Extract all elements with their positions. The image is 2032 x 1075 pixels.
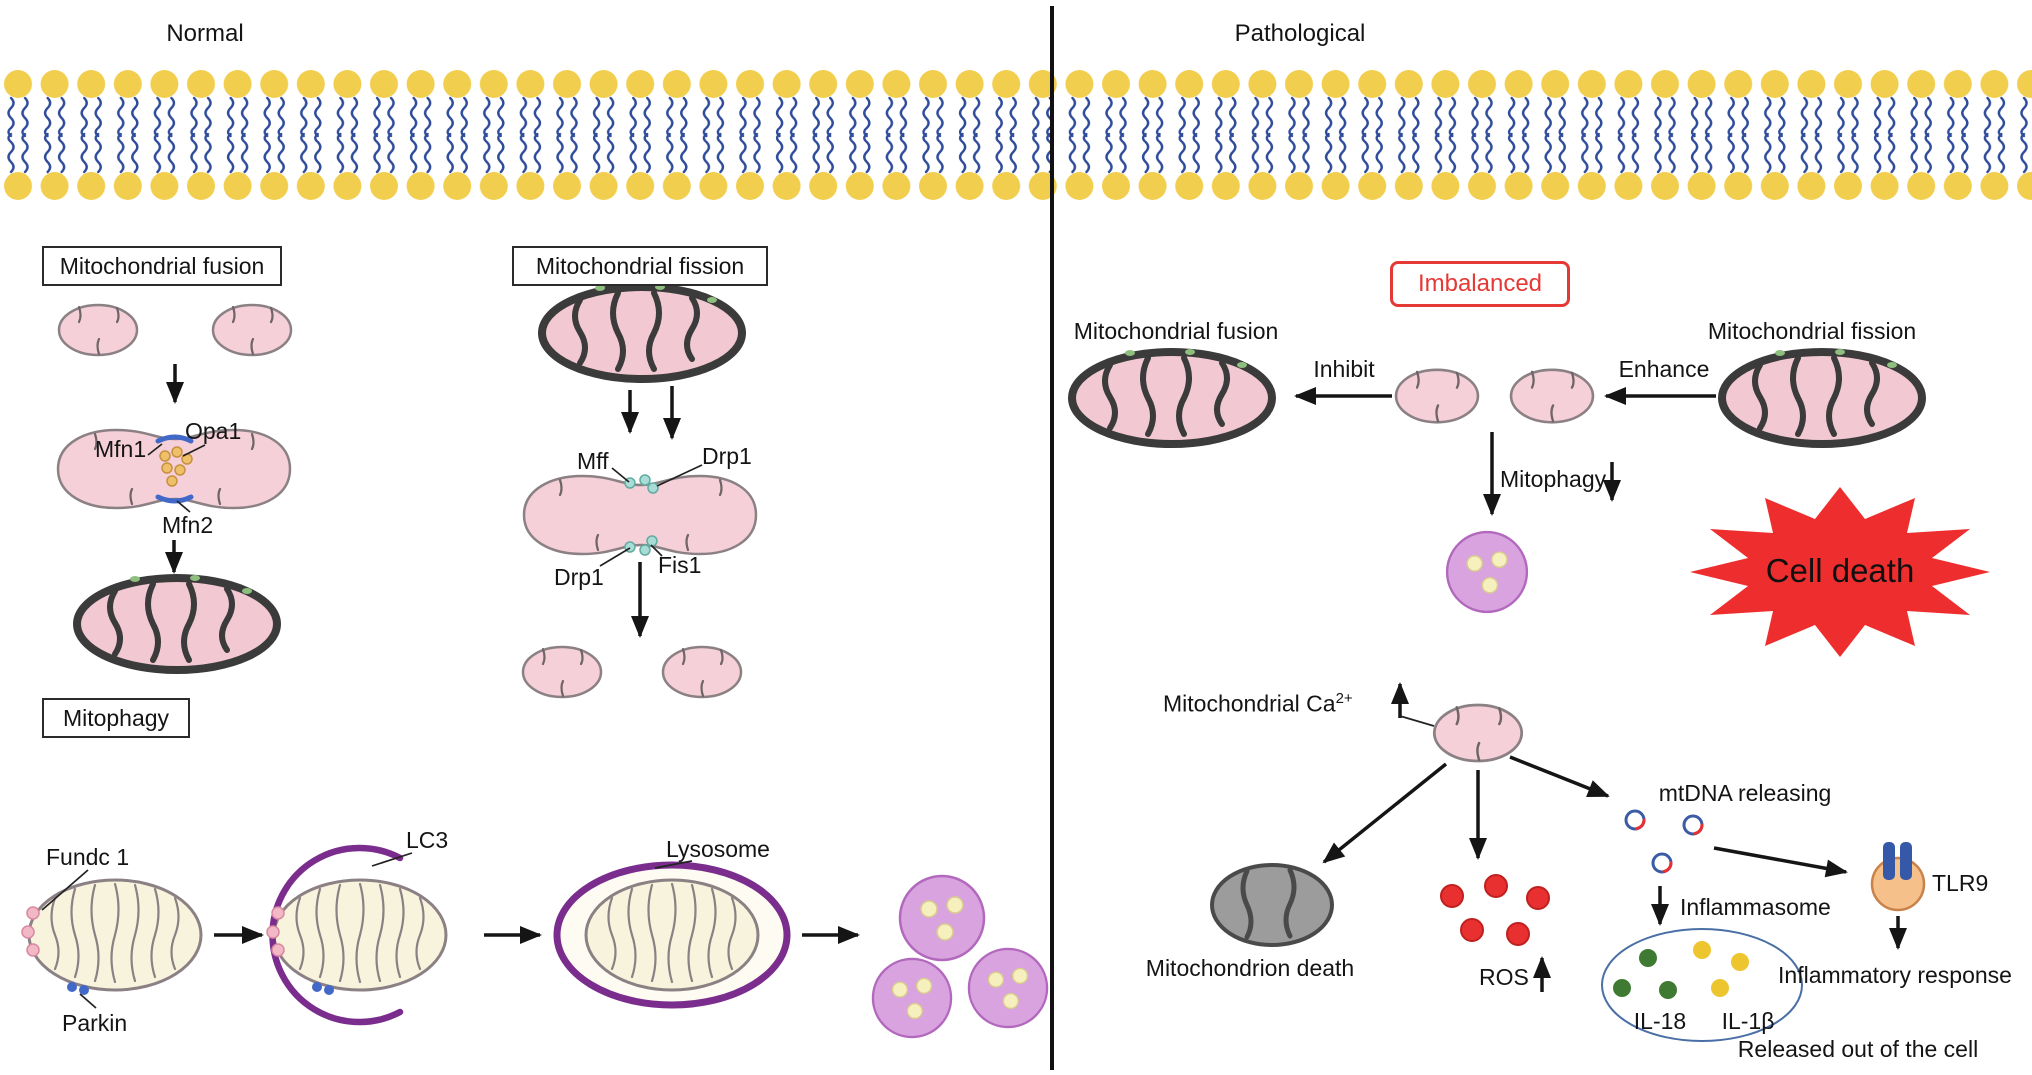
lc3-label: LC3 [406, 827, 449, 853]
il18-molecules [1613, 949, 1677, 999]
mff-label: Mff [577, 448, 609, 474]
drp1-upper-label: Drp1 [702, 443, 752, 469]
tlr9-receptor [1870, 842, 1926, 912]
damaged-mitochondrion [27, 878, 203, 992]
right-fusion-label: Mitochondrial fusion [1073, 318, 1279, 344]
small-mitochondrion [1509, 368, 1595, 424]
autolysosome [1445, 530, 1529, 614]
mtdna-label: mtDNA releasing [1658, 780, 1832, 806]
calcium-text: Mitochondrial Ca [1163, 690, 1336, 717]
mfn1-protein [155, 434, 194, 444]
autolysosome [871, 957, 953, 1039]
fundc1-label: Fundc 1 [46, 844, 130, 870]
ros-label: ROS [1479, 964, 1529, 990]
cell-death-starburst [1690, 487, 1990, 657]
fusion-pathway [56, 303, 293, 670]
fusion-heading-box: Mitochondrial fusion [42, 246, 282, 286]
small-mitochondrion [211, 303, 293, 357]
fusing-mitochondria [56, 428, 292, 510]
dead-mitochondrion [1210, 863, 1334, 947]
autolysosome [898, 874, 986, 962]
mitochondrion-death-label: Mitochondrion death [1145, 955, 1355, 981]
mtdna-fragments [1624, 809, 1704, 874]
mature-mitochondrion [542, 284, 742, 379]
mfn2-label: Mfn2 [162, 512, 214, 538]
pathological-title: Pathological [1234, 20, 1366, 47]
damaged-mitochondrion [272, 878, 448, 992]
fission-heading-box: Mitochondrial fission [512, 246, 768, 286]
mfn2-protein [155, 494, 194, 504]
parkin-label: Parkin [62, 1010, 128, 1036]
small-mitochondrion [521, 645, 603, 699]
lysosome-label: Lysosome [666, 836, 770, 862]
released-label: Released out of the cell [1737, 1036, 1979, 1062]
mfn1-label: Mfn1 [95, 436, 147, 462]
fis1-label: Fis1 [658, 552, 702, 578]
inflammatory-response-label: Inflammatory response [1778, 962, 2012, 988]
inflammasome-label: Inflammasome [1680, 894, 1831, 920]
calcium-superscript: 2+ [1335, 690, 1353, 707]
fundc1-protein [21, 906, 40, 957]
normal-title: Normal [166, 20, 244, 47]
small-mitochondrion [661, 645, 743, 699]
engulfed-mitochondrion [584, 878, 760, 992]
pathological-pathway [1072, 349, 1990, 1042]
fission-pathway [521, 284, 758, 699]
mitophagy-heading-box: Mitophagy [42, 698, 190, 738]
il1b-label: IL-1β [1721, 1008, 1775, 1034]
il18-label: IL-18 [1633, 1008, 1687, 1034]
fission-mitochondrion [1722, 349, 1922, 444]
fused-mitochondrion [77, 575, 277, 670]
enhance-label: Enhance [1618, 356, 1710, 382]
opa1-protein [159, 446, 193, 487]
cell-membrane [0, 68, 2032, 202]
cell-death-label: Cell death [1765, 552, 1915, 589]
tlr9-label: TLR9 [1932, 870, 1989, 896]
ros-molecules [1440, 874, 1550, 946]
mitophagy-pathway [21, 844, 1049, 1039]
stressed-mitochondrion [1432, 703, 1524, 763]
small-mitochondrion [57, 303, 139, 357]
to-tlr9-arrow [1713, 846, 1848, 878]
opa1-label: Opa1 [185, 418, 242, 444]
imbalanced-badge: Imbalanced [1390, 261, 1570, 307]
to-death-arrow [1322, 762, 1448, 864]
autolysosome [967, 947, 1049, 1029]
fused-mitochondrion [1072, 349, 1272, 444]
parkin-protein [67, 982, 89, 995]
right-fission-label: Mitochondrial fission [1707, 318, 1917, 344]
dividing-mitochondrion [522, 474, 758, 556]
cytokine-vesicle [1601, 928, 1803, 1042]
fission-proteins [624, 474, 659, 556]
mitophagy-label: Mitophagy [1500, 466, 1607, 492]
small-mitochondrion [1394, 368, 1480, 424]
mitochondrial-calcium-label: Mitochondrial Ca2+ [1163, 690, 1353, 717]
il1b-molecules [1693, 941, 1749, 997]
to-mtdna-arrow [1509, 755, 1610, 798]
drp1-lower-label: Drp1 [554, 564, 604, 590]
inhibit-label: Inhibit [1313, 356, 1375, 382]
